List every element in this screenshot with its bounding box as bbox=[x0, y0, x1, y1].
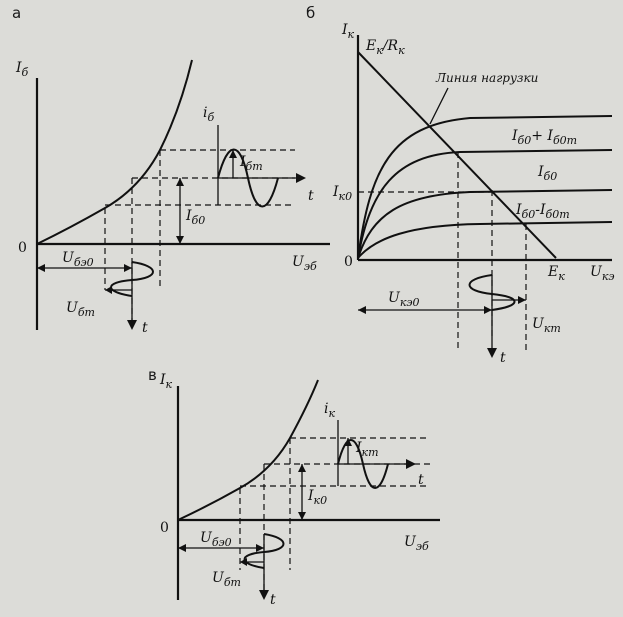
panel-a-signal-label: iб bbox=[203, 105, 214, 124]
panel-b-y-label: Iк bbox=[341, 22, 355, 41]
panel-a-input-wave bbox=[110, 261, 154, 297]
panel-b-time-label: t bbox=[500, 350, 506, 366]
panel-b-upper-label: Iб0+ Iб0m bbox=[511, 128, 577, 147]
panel-b-origin: 0 bbox=[344, 254, 353, 270]
panel-b-load-line-pointer bbox=[429, 87, 449, 125]
panel-b-ek-label: Eк bbox=[547, 264, 565, 283]
panel-c-y-label: Iк bbox=[159, 372, 173, 391]
panel-b-curve-mid-high bbox=[357, 149, 613, 259]
panel-b-load-line-label: Линия нагрузки bbox=[435, 71, 538, 85]
panel-a-x-label: Uэб bbox=[292, 254, 317, 273]
panel-c-transfer-curve bbox=[177, 379, 319, 521]
panel-c-time-label: t bbox=[418, 472, 424, 488]
panel-c-origin: 0 bbox=[160, 520, 169, 536]
panel-b-curve-lower bbox=[357, 221, 613, 259]
panel-b-ek-rk-label: Eк/Rк bbox=[365, 38, 405, 57]
panel-a-input-amp-label: Uбm bbox=[66, 300, 95, 319]
panel-b-lower-label: Iб0-Iб0m bbox=[515, 202, 570, 221]
panel-a-letter: а bbox=[12, 4, 21, 22]
panel-a-origin: 0 bbox=[18, 240, 27, 256]
panel-b-ukm-label: Uкm bbox=[532, 316, 561, 335]
panel-b-curve-mid bbox=[357, 189, 613, 259]
panel-b-output-wave bbox=[468, 274, 516, 311]
panel-c-input-time-label: t bbox=[270, 592, 276, 608]
panel-a-time-arrow bbox=[296, 173, 306, 183]
panel-b-ik0-label: Iк0 bbox=[332, 184, 352, 203]
panel-a-quiescent-label: Iб0 bbox=[185, 208, 205, 227]
panel-c-ik0-label: Iк0 bbox=[307, 488, 327, 507]
panel-a-base-current-wave bbox=[217, 148, 279, 208]
panel-b-x-label: Uкэ bbox=[590, 264, 615, 283]
panel-b-ukeo-label: Uкэ0 bbox=[388, 290, 420, 309]
panel-a-y-label: Iб bbox=[15, 60, 29, 79]
panel-c: в Iк 0 Uэб iк Iкm t Iк0 Uбэ0 bbox=[148, 366, 440, 608]
panel-a: а Iб Uэб 0 iб Iбm t Iб0 U bbox=[12, 4, 330, 336]
panel-a-input-curve bbox=[36, 59, 193, 245]
panel-a-input-time-label: t bbox=[142, 320, 148, 336]
panel-a-amp-label: Iбm bbox=[239, 154, 263, 173]
panel-c-input-wave bbox=[243, 533, 285, 569]
panel-c-amp-label: Iкm bbox=[355, 440, 379, 459]
panel-c-signal-label: iк bbox=[324, 401, 335, 420]
panel-a-bias-label: Uбэ0 bbox=[62, 250, 94, 269]
panel-c-x-label: Uэб bbox=[404, 534, 429, 553]
panel-b-mid-label: Iб0 bbox=[537, 164, 557, 183]
panel-c-letter: в bbox=[148, 366, 157, 384]
panel-c-input-amp-label: Uбm bbox=[212, 570, 241, 589]
panel-b-curve-upper bbox=[357, 115, 613, 259]
panel-c-bias-label: Uбэ0 bbox=[200, 530, 232, 549]
panel-b-letter: б bbox=[306, 4, 315, 22]
panel-b: б Iк Eк/Rк Линия нагрузки Iб0+ Iб0m Iб0 … bbox=[306, 4, 615, 366]
panel-a-time-label: t bbox=[308, 188, 314, 204]
